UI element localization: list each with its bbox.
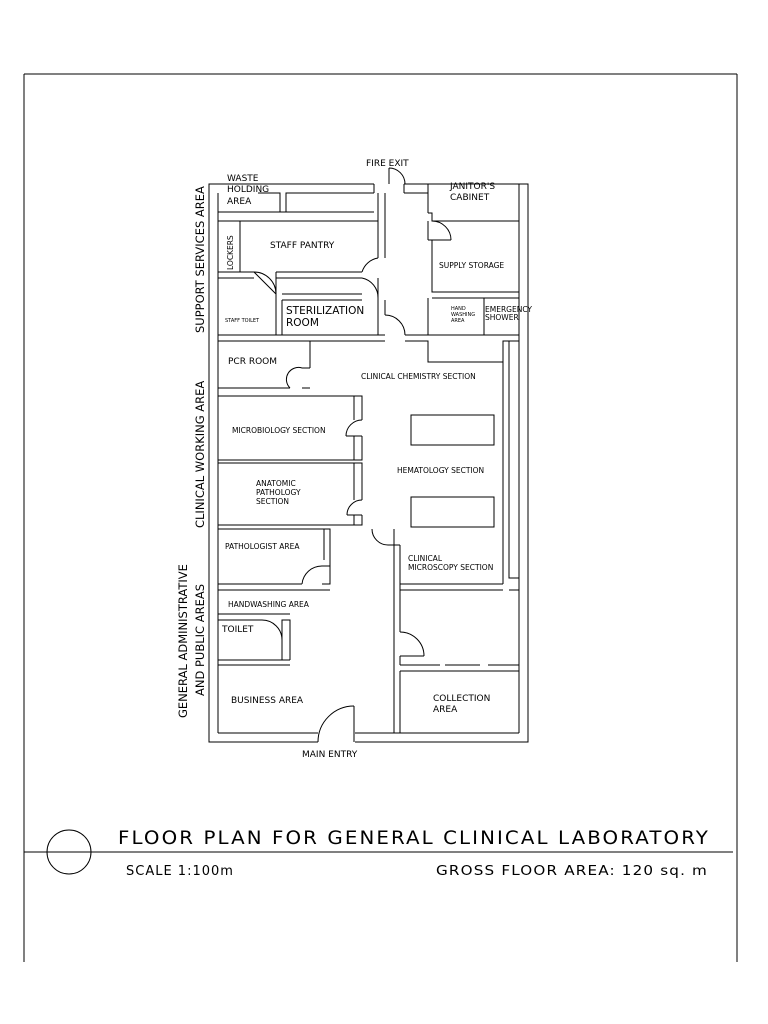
plan-scale: SCALE 1:100m (126, 864, 234, 879)
label-waste-2: HOLDING (227, 185, 269, 195)
main-entry-door (317, 705, 355, 743)
label-microscopy-1: CLINICAL (408, 554, 443, 563)
label-fire-exit: FIRE EXIT (366, 159, 409, 169)
interior-walls (217, 193, 519, 733)
label-anatomic-1: ANATOMIC (256, 479, 296, 488)
label-waste-3: AREA (227, 197, 252, 207)
label-clinical-chemistry: CLINICAL CHEMISTRY SECTION (361, 372, 476, 381)
label-hematology: HEMATOLOGY SECTION (397, 466, 484, 475)
gross-floor-area: GROSS FLOOR AREA: 120 sq. m (436, 864, 708, 879)
label-pcr-room: PCR ROOM (228, 357, 277, 367)
lab-bench-lower (410, 496, 495, 528)
door-swings (253, 167, 452, 743)
label-hand-washing-1: HAND (451, 306, 466, 312)
label-supply-storage: SUPPLY STORAGE (439, 261, 504, 270)
label-sterilization-1: STERILIZATION (286, 305, 364, 317)
label-business-area: BUSINESS AREA (231, 696, 304, 706)
label-main-entry: MAIN ENTRY (302, 750, 358, 760)
label-collection-1: COLLECTION (433, 694, 490, 704)
label-staff-toilet: STAFF TOILET (225, 318, 260, 324)
title-block: FLOOR PLAN FOR GENERAL CLINICAL LABORATO… (24, 827, 733, 879)
zone-support-services: SUPPORT SERVICES AREA (193, 186, 207, 333)
label-staff-pantry: STAFF PANTRY (270, 241, 335, 251)
label-waste-1: WASTE (227, 174, 259, 184)
zone-clinical-working: CLINICAL WORKING AREA (193, 381, 207, 528)
label-microscopy-2: MICROSCOPY SECTION (408, 563, 493, 572)
label-anatomic-2: PATHOLOGY (256, 488, 301, 497)
label-toilet: TOILET (221, 625, 254, 635)
label-lockers: LOCKERS (226, 235, 235, 270)
label-janitor-2: CABINET (450, 193, 490, 203)
sheet-frame (23, 73, 738, 962)
zone-general-admin-1: GENERAL ADMINISTRATIVE (176, 564, 190, 718)
label-collection-2: AREA (433, 705, 458, 715)
label-emergency-1: EMERGENCY (485, 305, 532, 314)
label-sterilization-2: ROOM (286, 317, 319, 329)
label-hand-washing-2: WASHING (451, 312, 475, 318)
label-anatomic-3: SECTION (256, 497, 289, 506)
exterior-walls (208, 183, 529, 743)
label-handwashing-area: HANDWASHING AREA (228, 600, 310, 609)
label-emergency-2: SHOWER (485, 313, 519, 322)
label-pathologist-area: PATHOLOGIST AREA (225, 542, 300, 551)
fire-exit-door (388, 167, 406, 185)
zone-labels: SUPPORT SERVICES AREA CLINICAL WORKING A… (176, 186, 207, 718)
room-labels: FIRE EXIT WASTE HOLDING AREA JANITOR'S C… (221, 159, 532, 760)
label-janitor-1: JANITOR'S (449, 182, 495, 192)
label-microbiology: MICROBIOLOGY SECTION (232, 426, 326, 435)
zone-general-admin-2: AND PUBLIC AREAS (193, 584, 207, 696)
lab-bench-upper (410, 414, 495, 446)
plan-title: FLOOR PLAN FOR GENERAL CLINICAL LABORATO… (118, 827, 710, 849)
label-hand-washing-3: AREA (451, 318, 465, 324)
